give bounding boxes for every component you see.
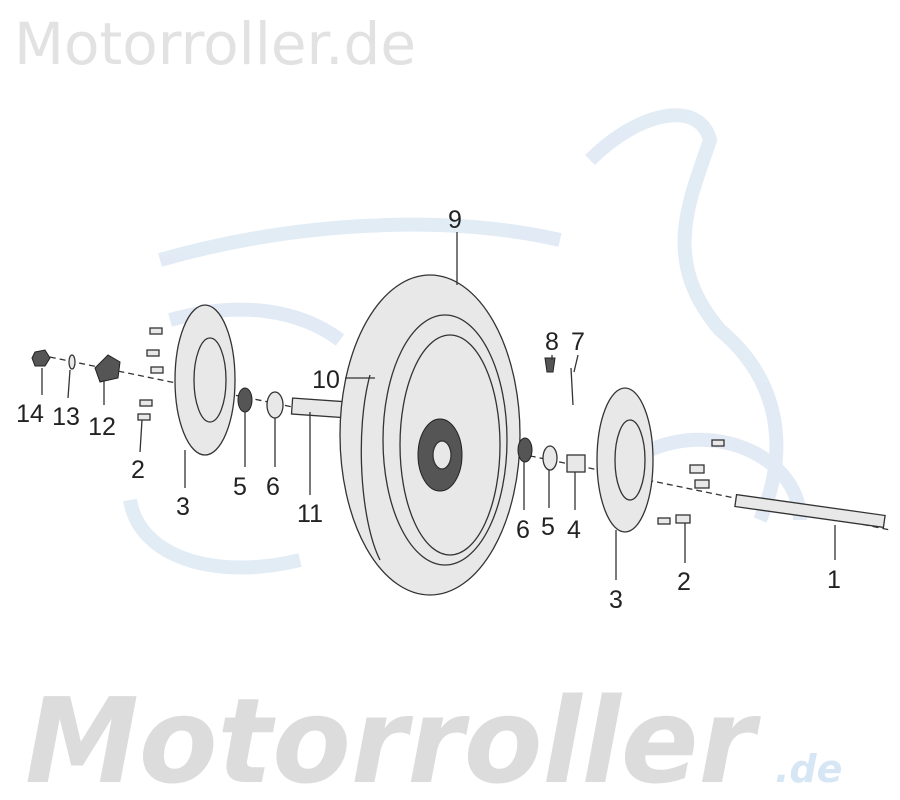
- callout-7: 7: [571, 328, 585, 356]
- bearing-5-left: [237, 387, 253, 413]
- washer-13: [68, 354, 76, 370]
- callout-6-right: 6: [516, 516, 530, 544]
- callout-12: 12: [88, 413, 116, 441]
- bearing-6-left: [266, 391, 284, 419]
- callout-3-left: 3: [176, 493, 190, 521]
- callout-5-left: 5: [233, 473, 247, 501]
- valve-cap-7: [570, 367, 574, 406]
- hub: [417, 418, 463, 492]
- callout-11: 11: [297, 500, 323, 528]
- valve-8: [544, 357, 556, 373]
- spacer-4: [566, 454, 586, 473]
- callout-9: 9: [448, 206, 462, 234]
- nut-14: [31, 349, 51, 367]
- axle-1: [734, 493, 886, 529]
- leader-lines: [41, 232, 836, 580]
- bolts-2-right: [657, 439, 725, 525]
- callout-2-right: 2: [677, 568, 691, 596]
- watermark-suffix: .de: [775, 747, 842, 791]
- callout-8: 8: [545, 328, 559, 356]
- speedo-drive-12: [94, 354, 121, 383]
- callout-13: 13: [52, 403, 80, 431]
- bearing-5-right: [542, 445, 558, 471]
- watermark-text: Motorroller: [25, 672, 762, 800]
- brake-disc-3-left: [174, 304, 236, 456]
- brake-disc-3-right: [596, 387, 654, 533]
- callout-1: 1: [827, 566, 841, 594]
- callout-2-left: 2: [131, 456, 145, 484]
- bolts-2-left: [137, 327, 164, 421]
- callout-6-left: 6: [266, 473, 280, 501]
- site-title: Motorroller.de: [14, 10, 417, 78]
- rim-tape-10: [360, 374, 381, 561]
- callout-3-right: 3: [609, 586, 623, 614]
- callout-10: 10: [312, 366, 340, 394]
- callout-4: 4: [567, 516, 581, 544]
- callout-14: 14: [16, 400, 44, 428]
- bearing-6-right: [517, 437, 533, 463]
- callout-5-right: 5: [541, 513, 555, 541]
